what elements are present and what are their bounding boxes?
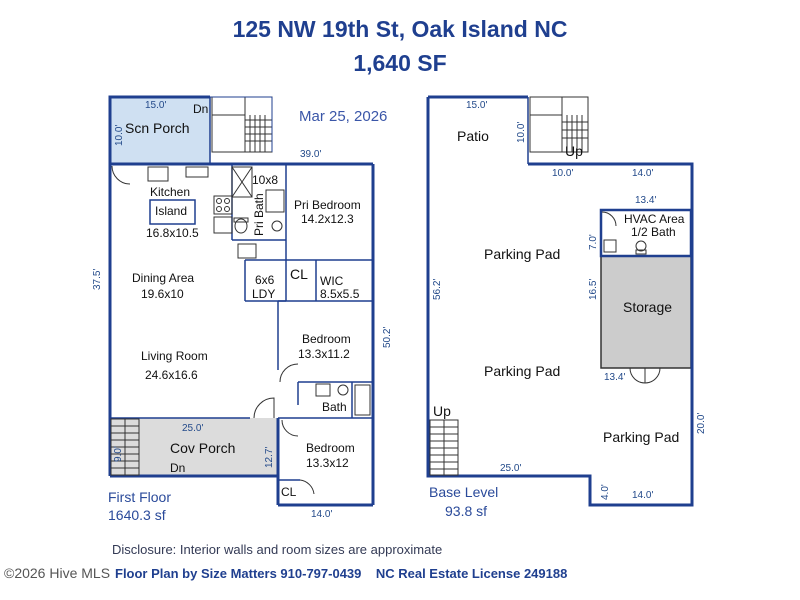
credit-text: Floor Plan by Size Matters 910-797-0439 … (115, 566, 568, 581)
dim-bottom-width: 14.0' (311, 509, 332, 520)
kitchen-size: 16.8x10.5 (146, 226, 199, 240)
first-floor-doors (111, 165, 315, 495)
property-area: 1,640 SF (353, 50, 447, 76)
laundry-size: 6x6 (255, 273, 275, 287)
property-address: 125 NW 19th St, Oak Island NC (232, 16, 568, 42)
plan-date: Mar 25, 2026 (299, 108, 388, 125)
base-dim-bottom-width: 25.0' (500, 463, 521, 474)
wic-label: WIC (320, 274, 344, 288)
base-dim-step-width: 10.0' (552, 168, 573, 179)
base-up-top-label: Up (565, 143, 583, 159)
base-dim-storage-width: 13.4' (635, 195, 656, 206)
base-dim-storage-depth: 16.5' (588, 279, 599, 300)
base-top-stairs (529, 96, 589, 153)
base-dim-patio-depth: 10.0' (516, 122, 527, 143)
base-level-walls (426, 95, 694, 507)
hvac-label: HVAC Area (624, 212, 685, 226)
scn-porch-label: Scn Porch (125, 120, 190, 136)
pri-bedroom-size: 14.2x12.3 (301, 212, 354, 226)
dim-left-depth: 37.5' (92, 269, 103, 290)
storage-label: Storage (623, 299, 672, 315)
parking-mid-label: Parking Pad (484, 363, 560, 379)
dim-cov-width: 25.0' (182, 423, 203, 434)
dim-cov-depth: 12.7' (264, 447, 275, 468)
base-dim-left-depth: 56.2' (432, 279, 443, 300)
base-dim-right-depth: 20.0' (696, 413, 707, 434)
patio-label: Patio (457, 128, 489, 144)
dim-stair: 9.0' (113, 446, 124, 462)
dim-right-depth: 50.2' (382, 327, 393, 348)
base-dim-bottom-right: 14.0' (632, 490, 653, 501)
half-bath-label: 1/2 Bath (631, 225, 676, 239)
first-floor-walls (108, 162, 375, 507)
base-bottom-stairs (429, 419, 459, 476)
stairs-dn-label: Dn (193, 102, 208, 116)
dining-size: 19.6x10 (141, 287, 184, 301)
pri-bath-fixtures (231, 166, 285, 259)
dim-porch-width: 15.0' (145, 100, 166, 111)
bath-fixtures (315, 383, 371, 416)
cov-stairs-dn-label: Dn (170, 461, 185, 475)
dining-label: Dining Area (132, 271, 194, 285)
base-dim-right-top: 14.0' (632, 168, 653, 179)
living-size: 24.6x16.6 (145, 368, 198, 382)
parking-right-label: Parking Pad (603, 429, 679, 445)
cov-porch-label: Cov Porch (170, 440, 235, 456)
bedroom2-size: 13.3x11.2 (298, 347, 350, 361)
base-dim-storage-bottom: 13.4' (604, 372, 625, 383)
living-label: Living Room (141, 349, 208, 363)
closet-mid-label: CL (290, 266, 308, 282)
hvac-area-box (599, 208, 693, 258)
base-up-bottom-label: Up (433, 403, 451, 419)
closet-10x8-label: 10x8 (252, 173, 278, 187)
closet-bottom-label: CL (281, 485, 297, 499)
first-floor-plan: Scn Porch Dn Kitchen Island 16.8x10.5 10… (92, 95, 393, 520)
first-floor-label: First Floor (108, 489, 171, 505)
mls-watermark: ©2026 Hive MLS (4, 565, 111, 581)
storage-door (629, 367, 661, 384)
parking-top-label: Parking Pad (484, 246, 560, 262)
bedroom3-label: Bedroom (306, 441, 355, 455)
island-label: Island (155, 204, 187, 218)
bedroom2-label: Bedroom (302, 332, 351, 346)
storage-area (600, 255, 692, 369)
dim-house-width: 39.0' (300, 149, 321, 160)
bedroom3-size: 13.3x12 (306, 456, 349, 470)
top-stairs (211, 96, 273, 153)
pri-bedroom-label: Pri Bedroom (294, 198, 361, 212)
scn-porch-area (110, 97, 210, 164)
first-floor-interior (110, 164, 373, 481)
disclosure-text: Disclosure: Interior walls and room size… (112, 542, 443, 557)
wic-size: 8.5x5.5 (320, 287, 360, 301)
dim-porch-depth: 10.0' (114, 125, 125, 146)
base-dim-hvac-depth: 7.0' (588, 234, 599, 250)
bath-label: Bath (322, 400, 347, 414)
kitchen-fixtures (147, 166, 233, 234)
base-level-label: Base Level (429, 484, 499, 500)
base-dim-top-width: 15.0' (466, 100, 487, 111)
pri-bath-label: Pri Bath (252, 193, 266, 236)
base-level-plan: Patio Up HVAC Area 1/2 Bath Parking Pad … (426, 95, 707, 507)
cov-porch-stairs (110, 418, 140, 476)
base-level-area: 93.8 sf (445, 503, 488, 519)
kitchen-label: Kitchen (150, 185, 190, 199)
hvac-fixtures (601, 211, 647, 255)
first-floor-area: 1640.3 sf (108, 507, 166, 523)
base-dim-bottom-step: 4.0' (600, 484, 611, 500)
laundry-label: LDY (252, 287, 275, 301)
